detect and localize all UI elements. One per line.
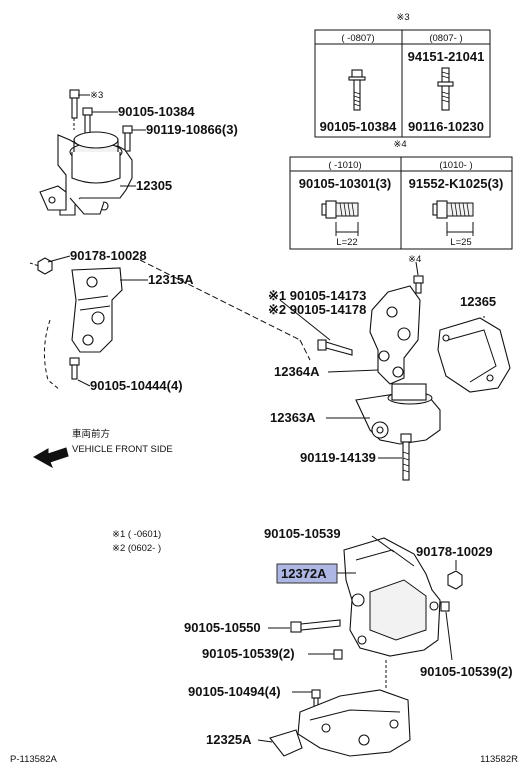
table-note3-right-range: (0807- ) bbox=[429, 33, 462, 44]
part-90116-10230[interactable]: 90116-10230 bbox=[408, 119, 484, 134]
part-90105-10384-table[interactable]: 90105-10384 bbox=[320, 119, 397, 134]
table-note4-left-range: ( -1010) bbox=[328, 160, 361, 171]
part-90105-14173[interactable]: ※1 90105-14173 bbox=[268, 288, 366, 303]
part-90105-10301[interactable]: 90105-10301(3) bbox=[299, 176, 392, 191]
part-90105-10539-2-left[interactable]: 90105-10539(2) bbox=[202, 646, 295, 661]
part-12363A[interactable]: 12363A bbox=[270, 410, 316, 425]
table-note4-mark: ※4 bbox=[393, 139, 406, 150]
engine-mount-12305-drawing bbox=[39, 89, 133, 216]
flange-bolt-icon bbox=[432, 200, 474, 236]
part-12365[interactable]: 12365 bbox=[460, 294, 496, 309]
part-90178-10028[interactable]: 90178-10028 bbox=[70, 248, 147, 263]
mount-12372A-drawing bbox=[290, 537, 463, 660]
part-90105-10384[interactable]: 90105-10384 bbox=[118, 104, 195, 119]
part-90105-10550[interactable]: 90105-10550 bbox=[184, 620, 261, 635]
part-90105-10539-2-right[interactable]: 90105-10539(2) bbox=[420, 664, 513, 679]
mount-12364A-drawing bbox=[317, 275, 424, 385]
part-12372A[interactable]: 12372A bbox=[281, 566, 327, 581]
cover-12365-drawing bbox=[437, 317, 511, 393]
vehicle-front-arrow-icon bbox=[32, 447, 69, 469]
bracket-12325A-drawing bbox=[269, 660, 411, 757]
note3-mark-small: ※3 bbox=[90, 90, 103, 101]
highlight-12372A bbox=[276, 563, 338, 584]
part-91552-k1025[interactable]: 91552-K1025(3) bbox=[409, 176, 504, 191]
stud-bolt-icon bbox=[437, 67, 454, 111]
table-note4: ※4 ( -1010) (1010- ) 90105-10301(3) 9155… bbox=[289, 139, 513, 250]
callouts: ※3 90105-10384 90119-10866(3) 12305 9017… bbox=[10, 90, 518, 765]
part-90105-10494[interactable]: 90105-10494(4) bbox=[188, 684, 281, 699]
footer-left-code: P-113582A bbox=[10, 754, 57, 765]
part-12315A[interactable]: 12315A bbox=[148, 272, 194, 287]
part-94151-21041[interactable]: 94151-21041 bbox=[408, 49, 485, 64]
part-90105-10444[interactable]: 90105-10444(4) bbox=[90, 378, 183, 393]
table-note3-left-range: ( -0807) bbox=[341, 33, 374, 44]
vehicle-front-label-en: VEHICLE FRONT SIDE bbox=[72, 444, 173, 455]
insulator-12363A-drawing bbox=[355, 383, 441, 481]
note4-mark-small: ※4 bbox=[408, 254, 421, 265]
flange-bolt-icon bbox=[321, 200, 359, 236]
bolt-icon bbox=[348, 69, 366, 111]
part-90105-14178[interactable]: ※2 90105-14178 bbox=[268, 302, 366, 317]
bracket-12315A-drawing bbox=[29, 257, 311, 391]
part-12364A[interactable]: 12364A bbox=[274, 364, 320, 379]
length-label-left: L=22 bbox=[336, 237, 357, 248]
legend-note1: ※1 ( -0601) bbox=[112, 529, 161, 540]
length-label-right: L=25 bbox=[450, 237, 471, 248]
legend-note2: ※2 (0602- ) bbox=[112, 543, 161, 554]
table-note3: ※3 ( -0807) (0807- ) 94151-21041 bbox=[314, 12, 491, 138]
table-note4-right-range: (1010- ) bbox=[439, 160, 472, 171]
table-note3-mark: ※3 bbox=[396, 12, 409, 23]
vehicle-front-label-jp: 車両前方 bbox=[72, 428, 110, 440]
part-90178-10029[interactable]: 90178-10029 bbox=[416, 544, 493, 559]
part-90105-10539-top[interactable]: 90105-10539 bbox=[264, 526, 341, 541]
leader-lines bbox=[47, 94, 485, 743]
part-12305[interactable]: 12305 bbox=[136, 178, 172, 193]
part-90119-14139[interactable]: 90119-14139 bbox=[300, 450, 376, 465]
part-90119-10866[interactable]: 90119-10866(3) bbox=[146, 122, 238, 137]
footer-right-code: 113582R bbox=[480, 754, 518, 765]
part-12325A[interactable]: 12325A bbox=[206, 732, 252, 747]
